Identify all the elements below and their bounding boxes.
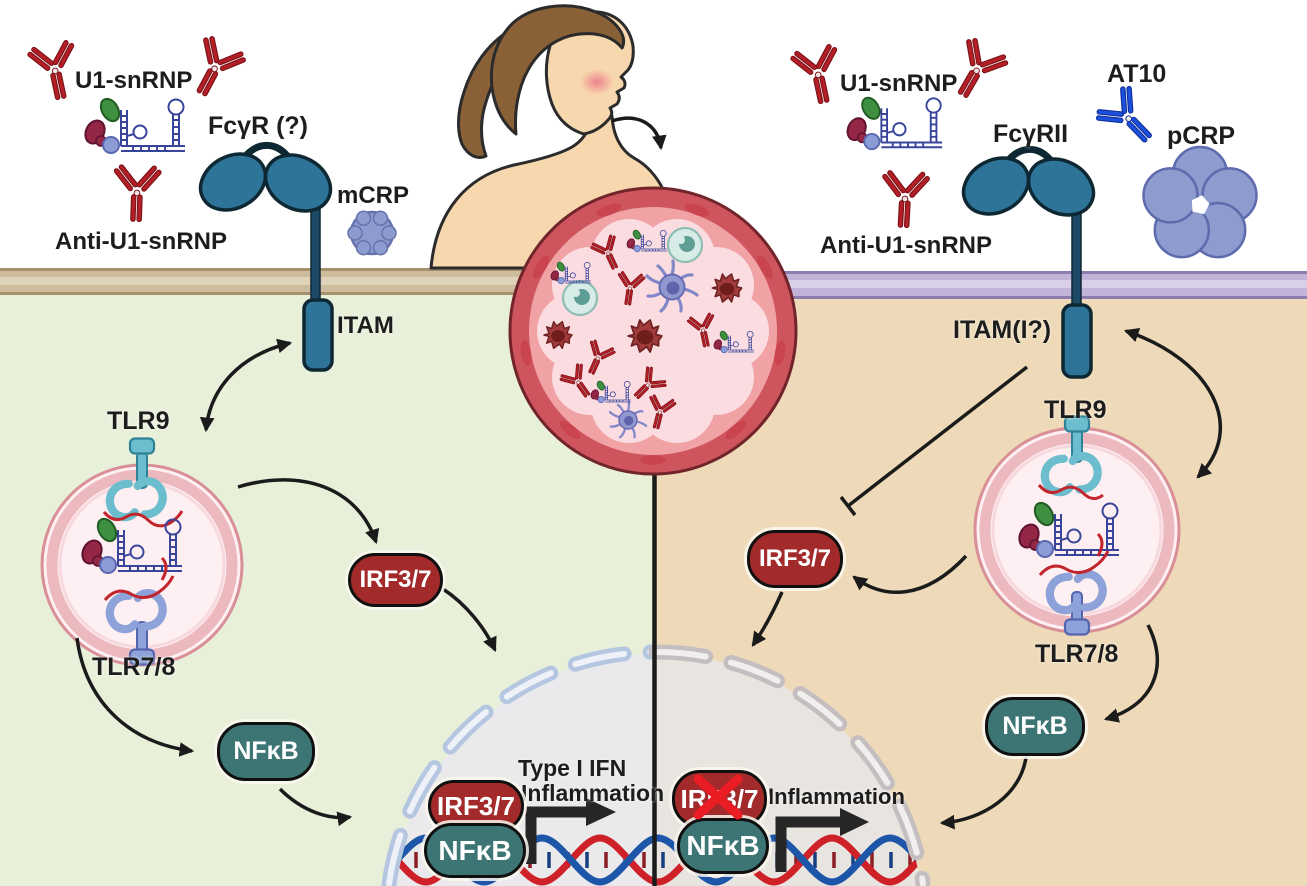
endosome-left bbox=[40, 437, 244, 667]
label-tlr78-right: TLR7/8 bbox=[1035, 640, 1119, 668]
arrow-tlr78-to-nfkb-right bbox=[1103, 624, 1159, 723]
fcgrii-receptor-icon bbox=[961, 145, 1096, 379]
dna-fragment bbox=[1037, 483, 1104, 500]
fcgr-receptor-icon bbox=[198, 141, 334, 372]
arrow-patient-to-vessel bbox=[611, 116, 667, 151]
at10-antibody-icon bbox=[1090, 80, 1167, 157]
nfkb-badge-right: NFκB bbox=[985, 697, 1085, 756]
mcrp-icon bbox=[347, 210, 397, 256]
irf37-badge-right: IRF3/7 bbox=[747, 530, 843, 588]
endosome-right bbox=[973, 415, 1181, 636]
transcription-arrow-left bbox=[525, 798, 616, 864]
hair bbox=[489, 4, 625, 136]
blood-vessel-icon bbox=[508, 186, 798, 476]
transcription-arrow-right bbox=[775, 808, 869, 872]
signal-arrows bbox=[75, 328, 1223, 830]
u1-snrnp-icon bbox=[843, 93, 944, 151]
label-u1-snrnp-right: U1-snRNP bbox=[840, 70, 958, 97]
arrow-nfkb-to-nucleus-right bbox=[939, 756, 1028, 830]
label-tlr9-left: TLR9 bbox=[107, 407, 170, 435]
arrow-nfkb-to-nucleus-left bbox=[278, 787, 353, 827]
label-fcgr-left: FcγR (?) bbox=[208, 112, 308, 140]
patient-figure bbox=[429, 4, 680, 270]
itam-domain bbox=[1061, 303, 1093, 379]
immune-cell-icon bbox=[666, 226, 704, 264]
label-anti-u1-left: Anti-U1-snRNP bbox=[55, 228, 227, 255]
u1-snrnp-icon bbox=[80, 94, 186, 154]
arrow-endosome-to-irf-left bbox=[237, 478, 380, 545]
label-tlr9-right: TLR9 bbox=[1044, 396, 1107, 424]
label-itam-left: ITAM bbox=[337, 312, 394, 339]
tlr9-receptor-icon bbox=[1037, 415, 1104, 500]
arrow-tlr9-itam-left bbox=[199, 338, 293, 433]
immune-cell-icon bbox=[561, 279, 599, 317]
label-tlr78-left: TLR7/8 bbox=[92, 653, 176, 681]
label-type1-ifn: Type I IFN bbox=[518, 755, 627, 781]
arrow-tlr78-to-nfkb-left bbox=[75, 637, 195, 757]
arrow-endosome-to-irf-right bbox=[852, 554, 968, 594]
label-pcrp: pCRP bbox=[1167, 122, 1236, 150]
label-mcrp: mCRP bbox=[337, 182, 410, 209]
rna-fragment bbox=[103, 556, 175, 602]
antibody-icon bbox=[878, 168, 932, 230]
nucleus-nfkb-badge-left: NFκB bbox=[424, 823, 526, 878]
arrow-itam-tlr9-right bbox=[1123, 328, 1223, 479]
pcrp-icon bbox=[1142, 145, 1258, 259]
nuclear-envelope bbox=[381, 644, 931, 886]
label-u1-snrnp-left: U1-snRNP bbox=[75, 67, 193, 94]
arrow-irf-to-nucleus-right bbox=[751, 591, 784, 647]
label-inflammation-left: Inflammation bbox=[521, 780, 665, 806]
itam-domain bbox=[302, 298, 334, 372]
inhibition-line bbox=[839, 365, 1029, 517]
label-at10: AT10 bbox=[1107, 60, 1167, 88]
label-anti-u1-right: Anti-U1-snRNP bbox=[820, 232, 992, 259]
antibody-icon bbox=[111, 163, 163, 223]
nfkb-badge-left: NFκB bbox=[217, 722, 315, 781]
endothelial-nuclei bbox=[520, 203, 786, 465]
irf37-badge-left: IRF3/7 bbox=[348, 553, 443, 607]
label-itam-right: ITAM(I?) bbox=[953, 316, 1052, 344]
label-inflammation-right: Inflammation bbox=[768, 784, 905, 809]
tlr78-receptor-icon bbox=[1038, 532, 1110, 636]
nucleus-nfkb-badge-right: NFκB bbox=[677, 818, 769, 874]
arrow-irf-to-nucleus-left bbox=[442, 587, 497, 653]
malar-rash bbox=[580, 69, 614, 95]
tlr78-receptor-icon bbox=[103, 556, 175, 666]
red-x-icon bbox=[693, 774, 743, 820]
rna-fragment bbox=[1038, 532, 1110, 577]
antibody-icon bbox=[788, 41, 849, 109]
label-fcgrii: FcγRII bbox=[993, 120, 1069, 148]
